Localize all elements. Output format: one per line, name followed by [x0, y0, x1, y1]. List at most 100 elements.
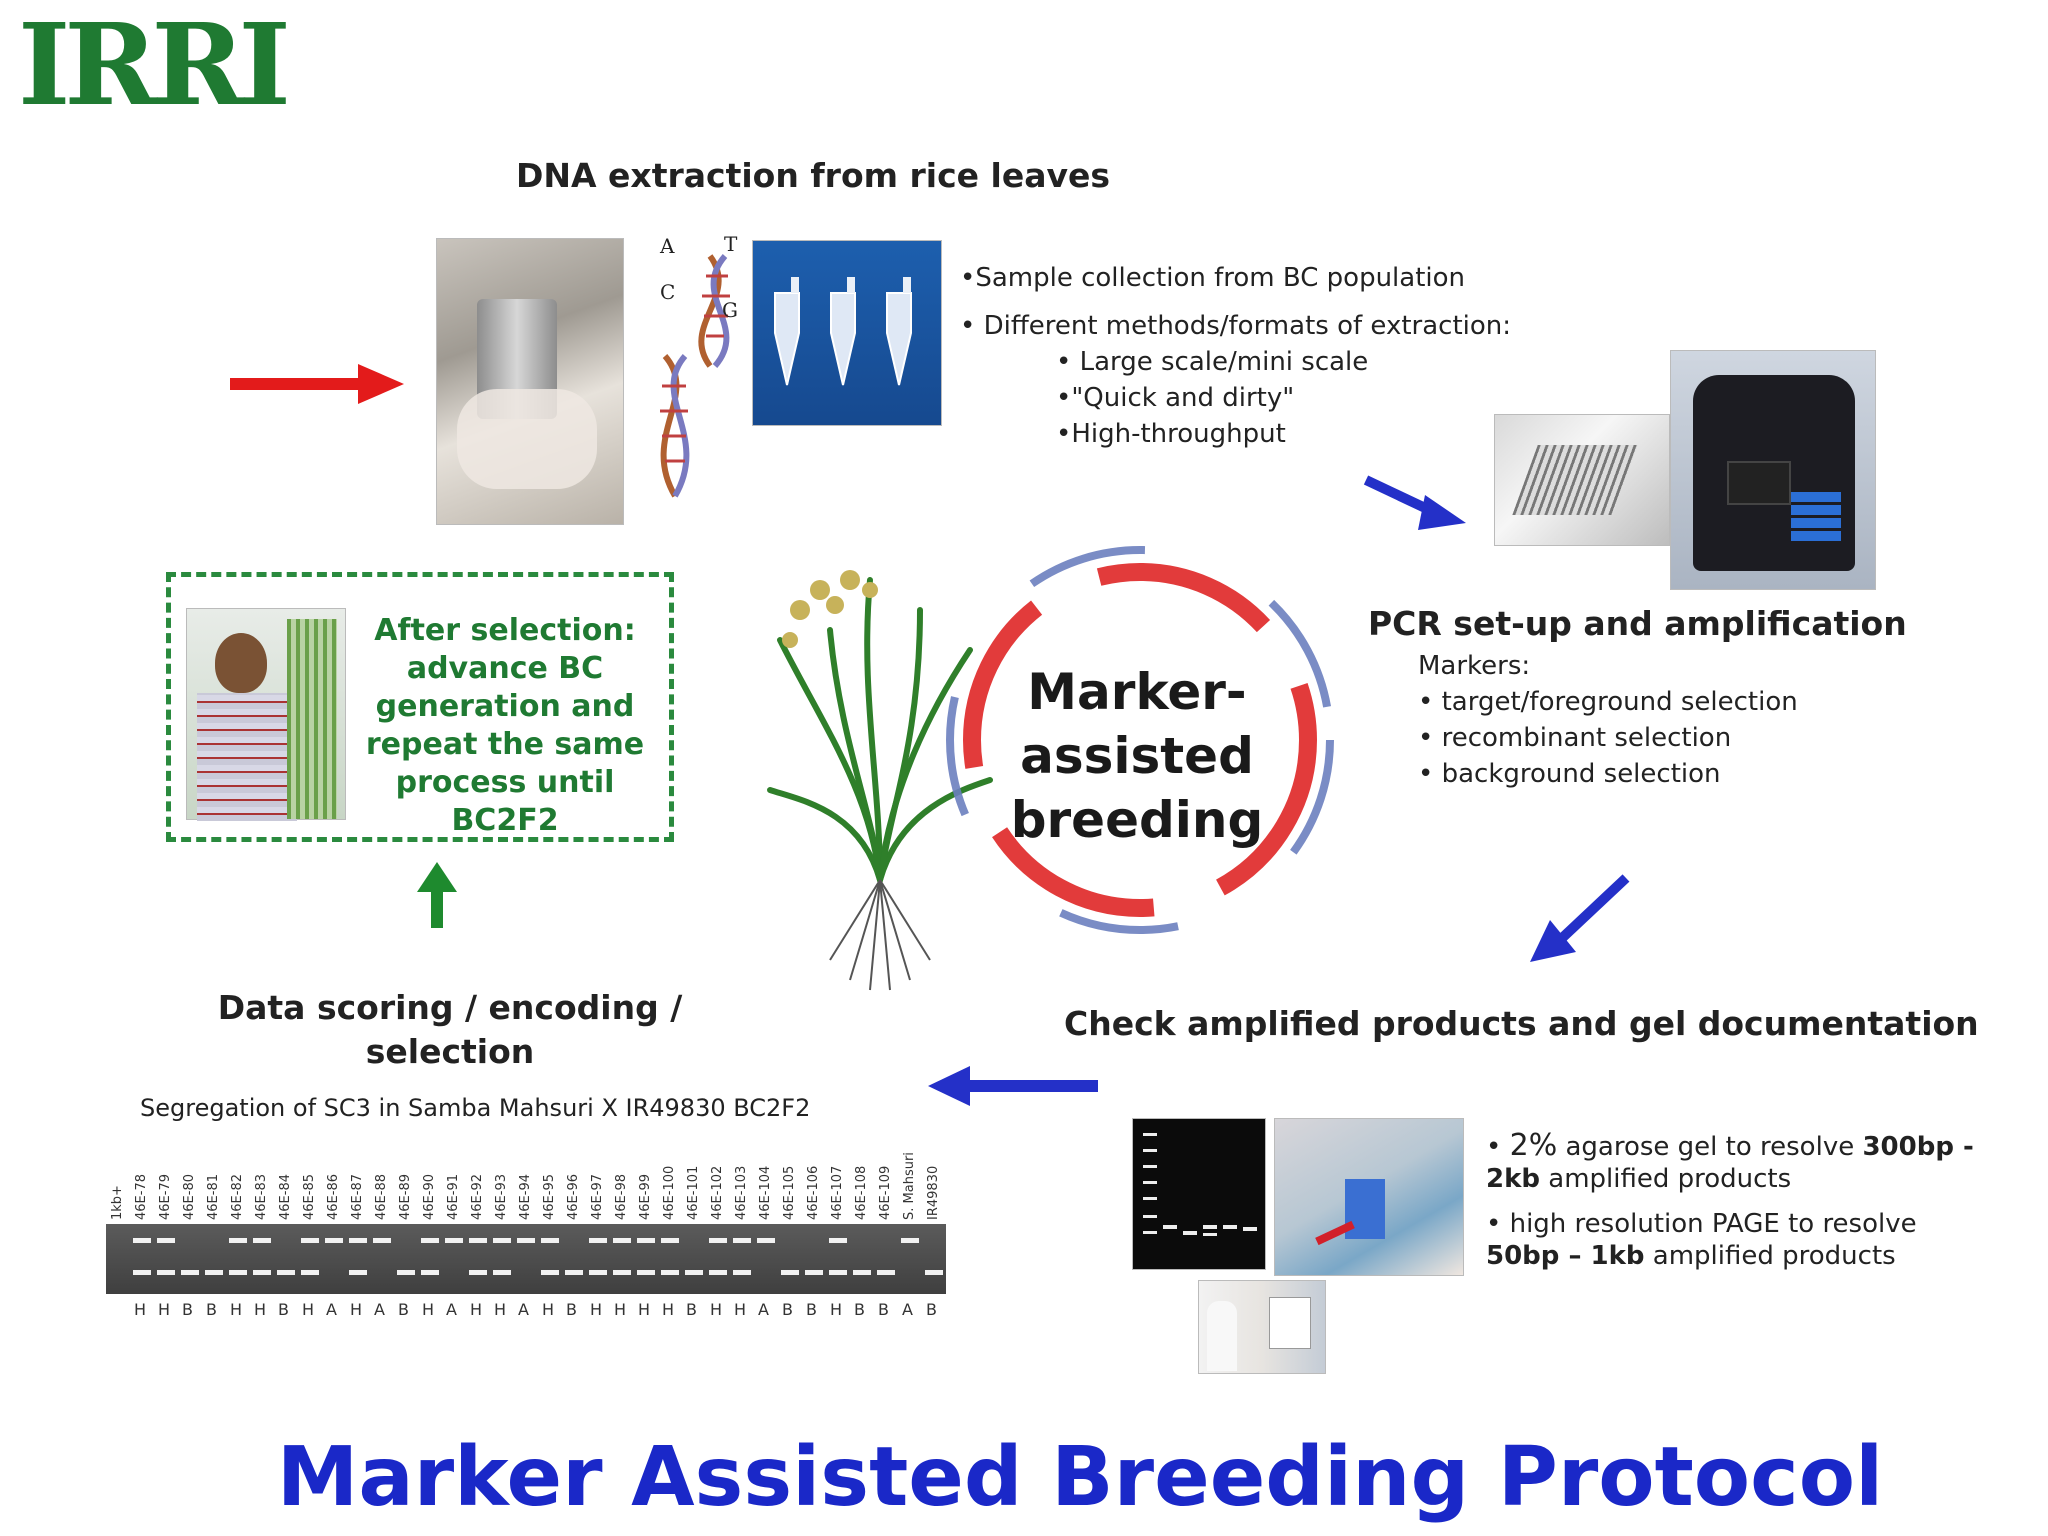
lane-label: 46E-93 [494, 1174, 509, 1220]
selection-line-4: repeat the same [365, 727, 645, 762]
center-label: Marker- assisted breeding [992, 660, 1282, 852]
researcher-shirt [197, 693, 297, 821]
score-letter: H [350, 1300, 363, 1319]
dna-sub-bullet-3: •High-throughput [1056, 419, 1286, 449]
gel-band [301, 1238, 319, 1243]
score-letter: B [278, 1300, 289, 1319]
gel-bands [133, 1238, 943, 1275]
pcr-title: PCR set-up and amplification [1368, 604, 1907, 643]
gel-band [253, 1238, 271, 1243]
researcher-photo [186, 608, 346, 821]
lane-label: IR49830 [926, 1165, 941, 1220]
lane-label: 46E-88 [374, 1174, 389, 1220]
score-letter: H [254, 1300, 267, 1319]
dna-sub-bullet-1: • Large scale/mini scale [1056, 347, 1369, 377]
gel-band [493, 1270, 511, 1275]
lane-label: 46E-79 [158, 1174, 173, 1220]
score-letter: B [398, 1300, 409, 1319]
lane-label: 46E-84 [278, 1174, 293, 1220]
marker-2: • recombinant selection [1418, 723, 1732, 753]
gel-band [301, 1270, 319, 1275]
blue-arrow-down-right-icon [1363, 475, 1466, 530]
lane-label: 46E-89 [398, 1174, 413, 1220]
segregation-caption: Segregation of SC3 in Samba Mahsuri X IR… [140, 1094, 811, 1122]
gel-bullet-2-line-1: • high resolution PAGE to resolve [1486, 1209, 1917, 1239]
gel-band [733, 1270, 751, 1275]
lane-label: 46E-85 [302, 1174, 317, 1220]
gel-band [637, 1238, 655, 1243]
scoring-title-line-1: Data scoring / encoding / [217, 988, 683, 1027]
score-letter: B [566, 1300, 577, 1319]
lane-label: 46E-80 [182, 1174, 197, 1220]
lane-label: S. Mahsuri [902, 1152, 917, 1220]
pcr-plate [1512, 445, 1638, 515]
score-letter: A [446, 1300, 457, 1319]
gel-band [397, 1270, 415, 1275]
score-letter: H [134, 1300, 147, 1319]
gel-bullet-1-line-1: • 2% agarose gel to resolve 300bp - [1486, 1130, 1974, 1163]
gel-band [829, 1270, 847, 1275]
gel-bullet-1-pct: 2% [1509, 1128, 1558, 1163]
dna-helix-icon [660, 254, 730, 498]
gel-band [517, 1238, 535, 1243]
gel-bullet-2-bold: 50bp – 1kb [1486, 1241, 1645, 1271]
gel-band [541, 1238, 559, 1243]
score-letter: H [302, 1300, 315, 1319]
gel-band [493, 1238, 511, 1243]
selection-text: After selection: advance BC generation a… [350, 612, 660, 840]
gel-band [277, 1270, 295, 1275]
gel-band [589, 1238, 607, 1243]
gel-band [421, 1238, 439, 1243]
selection-box [166, 572, 674, 842]
gel-band [901, 1238, 919, 1243]
gel-bullet-1-prefix: • [1486, 1132, 1510, 1162]
cycle-ring-icon [946, 546, 1334, 934]
lane-label: 46E-96 [566, 1174, 581, 1220]
lane-label: 46E-94 [518, 1174, 533, 1220]
score-letter: B [182, 1300, 193, 1319]
score-letter: H [230, 1300, 243, 1319]
lane-label: 46E-91 [446, 1174, 461, 1220]
pcr-plate-photo [1494, 414, 1670, 546]
score-letter: H [638, 1300, 651, 1319]
gel-band [709, 1238, 727, 1243]
gel-band [421, 1270, 439, 1275]
score-letter: B [878, 1300, 889, 1319]
scoring-title-line-2: selection [365, 1032, 535, 1071]
agarose-bands [1143, 1133, 1257, 1236]
score-letter: H [422, 1300, 435, 1319]
lane-label: 46E-78 [134, 1174, 149, 1220]
lane-label: 46E-82 [230, 1174, 245, 1220]
gel-bullet-1: • 2% agarose gel to resolve 300bp - 2kb … [1486, 1130, 1974, 1195]
score-letter: H [710, 1300, 723, 1319]
score-letter: A [326, 1300, 337, 1319]
blue-arrow-down-left-icon [1530, 874, 1630, 962]
lane-label: 46E-98 [614, 1174, 629, 1220]
gel-band [229, 1270, 247, 1275]
gel-band [133, 1270, 151, 1275]
center-label-line-3: breeding [1010, 791, 1264, 849]
base-g: G [722, 298, 738, 322]
gel-band [757, 1238, 775, 1243]
gloved-hand [457, 389, 597, 489]
dna-bullet-1: •Sample collection from BC population [960, 263, 1466, 293]
base-t: T [724, 232, 738, 256]
lane-label: 46E-101 [686, 1165, 701, 1220]
gel-bullet-2: • high resolution PAGE to resolve 50bp –… [1486, 1208, 1917, 1272]
gel-band [325, 1238, 343, 1243]
score-letter: B [686, 1300, 697, 1319]
gel-title: Check amplified products and gel documen… [1064, 1004, 1979, 1043]
gel-bullet-1-bold: 300bp - [1862, 1132, 1974, 1162]
gel-band [565, 1270, 583, 1275]
gel-band [469, 1238, 487, 1243]
lane-label: 46E-87 [350, 1174, 365, 1220]
score-letter: B [926, 1300, 937, 1319]
microtube-icons [774, 277, 912, 386]
gel-bullet-1-mid: agarose gel to resolve [1557, 1132, 1863, 1162]
gel-band [181, 1270, 199, 1275]
gel-bullet-1-rest: amplified products [1540, 1164, 1792, 1194]
gel-bullet-1-line-2: 2kb amplified products [1486, 1163, 1974, 1195]
lane-label: 46E-97 [590, 1174, 605, 1220]
dna-sub-bullet-2: •"Quick and dirty" [1056, 383, 1295, 413]
